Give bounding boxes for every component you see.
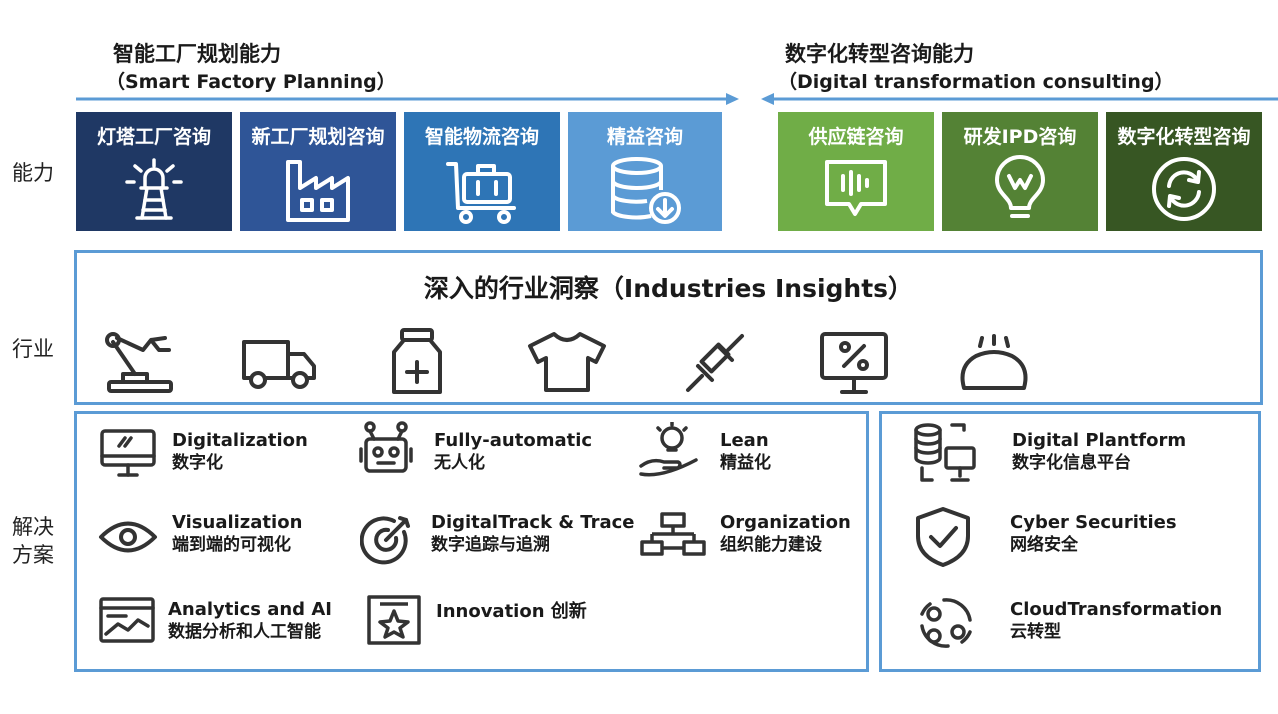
solution-subtitle: 网络安全 (1010, 535, 1078, 555)
row-label-solution-2: 方案 (12, 543, 54, 567)
solution-title: Analytics and AI (168, 599, 332, 620)
tile-label: 精益咨询 (606, 126, 683, 148)
lighthouse-icon (125, 158, 183, 220)
row-label-solution-1: 解决 (12, 515, 54, 539)
right-arrow-head (726, 93, 739, 105)
cloud-cycle-icon (920, 598, 972, 648)
solution-organization: Organization 组织能力建设 (720, 511, 851, 557)
tile-label: 供应链咨询 (808, 126, 904, 148)
tile-ipd[interactable]: 研发IPD咨询 (942, 112, 1098, 231)
eye-icon (99, 521, 157, 553)
solution-title: Fully-automatic (434, 430, 593, 451)
solution-digital-track-trace: DigitalTrack & Trace 数字追踪与追溯 (431, 511, 634, 557)
solution-subtitle: 无人化 (434, 453, 485, 473)
factory-icon (286, 160, 350, 222)
solution-title: DigitalTrack & Trace (431, 512, 635, 533)
solution-analytics-ai: Analytics and AI 数据分析和人工智能 (168, 598, 332, 644)
right-section-subtitle: （Digital transformation consulting） (778, 71, 1174, 93)
tile-smart-logistics[interactable]: 智能物流咨询 (404, 112, 560, 231)
bread-icon (960, 334, 1028, 390)
cart-icon (446, 162, 516, 224)
solution-title: Visualization (172, 512, 303, 533)
electronic-component-icon (686, 334, 744, 392)
tile-supply-chain[interactable]: 供应链咨询 (778, 112, 934, 231)
header-arrows (76, 93, 1278, 105)
tile-lean[interactable]: 精益咨询 (568, 112, 722, 231)
shield-check-icon (916, 507, 970, 567)
monitor-percent-icon (820, 332, 888, 394)
org-chart-icon (640, 512, 706, 556)
row-label-industry: 行业 (12, 337, 54, 361)
solution-title: Innovation 创新 (436, 601, 587, 622)
tile-lighthouse[interactable]: 灯塔工厂咨询 (76, 112, 232, 231)
solution-subtitle: 数字化信息平台 (1012, 453, 1131, 473)
industries-title: 深入的行业洞察（Industries Insights） (423, 274, 914, 303)
tshirt-icon (528, 332, 606, 392)
star-frame-icon (367, 595, 421, 645)
solution-title: Organization (720, 512, 851, 533)
solution-title: Digitalization (172, 430, 308, 451)
tile-digital-transformation[interactable]: 数字化转型咨询 (1106, 112, 1262, 231)
chat-bars-icon (825, 160, 887, 216)
solution-subtitle: 精益化 (720, 453, 771, 473)
monitor-icon (100, 429, 156, 477)
medicine-bottle-icon (392, 328, 442, 394)
refresh-circle-icon (1152, 157, 1216, 221)
solution-cloud-transformation: CloudTransformation 云转型 (1010, 598, 1222, 644)
robot-icon (359, 421, 413, 473)
solution-title: Digital Plantform (1012, 430, 1187, 451)
left-arrow-head (761, 93, 774, 105)
solution-visualization: Visualization 端到端的可视化 (172, 511, 302, 557)
solution-fully-automatic: Fully-automatic 无人化 (434, 429, 592, 475)
tile-label: 研发IPD咨询 (963, 126, 1077, 148)
solution-subtitle: 数据分析和人工智能 (168, 622, 321, 642)
solution-digital-platform: Digital Plantform 数字化信息平台 (1012, 429, 1186, 475)
solutions-right-box (879, 411, 1261, 672)
industries-box (74, 250, 1263, 405)
solution-lean: Lean 精益化 (720, 429, 771, 475)
solution-title: Cyber Securities (1010, 512, 1177, 533)
lightbulb-hand-icon (639, 422, 698, 477)
left-section-title: 智能工厂规划能力 (113, 42, 281, 66)
solution-subtitle: 数字追踪与追溯 (431, 535, 550, 555)
target-icon (360, 516, 410, 565)
row-label-capability: 能力 (12, 161, 54, 185)
solution-subtitle: 端到端的可视化 (172, 535, 291, 555)
solution-subtitle: 组织能力建设 (720, 535, 822, 555)
solution-cyber-securities: Cyber Securities 网络安全 (1010, 511, 1177, 557)
chart-window-icon (99, 597, 155, 643)
solution-subtitle: 数字化 (172, 453, 223, 473)
left-section-subtitle: （Smart Factory Planning） (106, 71, 396, 93)
database-download-icon (611, 157, 681, 224)
robot-arm-icon (105, 332, 173, 393)
database-monitor-icon (914, 423, 976, 482)
right-section-title: 数字化转型咨询能力 (785, 42, 974, 66)
tile-new-factory[interactable]: 新工厂规划咨询 (240, 112, 396, 231)
truck-icon (242, 340, 316, 389)
solution-innovation: Innovation 创新 (436, 600, 587, 623)
solution-title: Lean (720, 430, 769, 451)
solutions-left-box (74, 411, 869, 672)
solution-digitalization: Digitalization 数字化 (172, 429, 308, 475)
tile-label: 智能物流咨询 (424, 126, 539, 148)
solution-title: CloudTransformation (1010, 599, 1223, 620)
solution-subtitle: 云转型 (1010, 622, 1061, 642)
tile-label: 灯塔工厂咨询 (96, 126, 211, 148)
tile-label: 数字化转型咨询 (1117, 126, 1251, 148)
lightbulb-icon (995, 155, 1045, 218)
tile-label: 新工厂规划咨询 (251, 126, 385, 148)
